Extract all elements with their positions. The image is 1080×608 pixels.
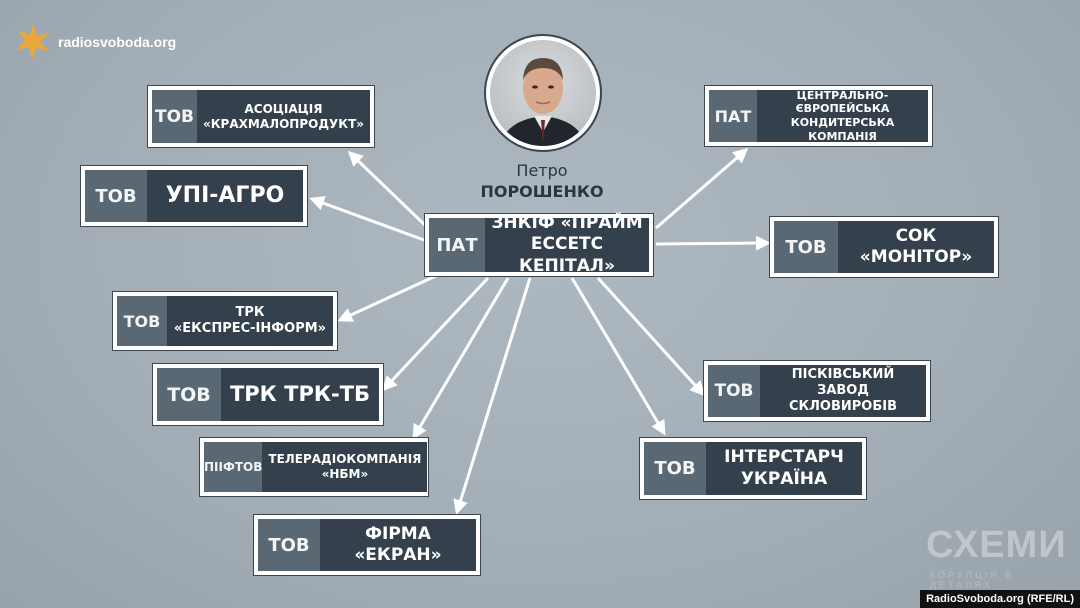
radiosvoboda-logo[interactable]: radiosvoboda.org [14, 22, 176, 62]
node-name-line2: «НБМ» [321, 467, 369, 481]
node-name-line1: ЦЕНТРАЛЬНО-ЄВРОПЕЙСЬКА [795, 88, 890, 116]
person-portrait [484, 34, 602, 152]
node-name-line1: ТЕЛЕРАДІОКОМПАНІЯ [268, 452, 422, 466]
arrow-asotsiatsiia [347, 150, 430, 230]
company-node-piskivskyi[interactable]: ТОВ ПІСКІВСЬКИЙ ЗАВОД СКЛОВИРОБІВ [703, 360, 931, 422]
node-name-line1: АСОЦІАЦІЯ [244, 101, 323, 116]
node-name: ПІСКІВСЬКИЙ ЗАВОД СКЛОВИРОБІВ [760, 365, 926, 417]
node-name: ФІРМА «ЕКРАН» [320, 519, 476, 571]
node-name-line1: ІНТЕРСТАРЧ [724, 447, 844, 468]
node-name-line1: ФІРМА «ЕКРАН» [354, 523, 442, 565]
person-first-name: Петро [516, 161, 568, 180]
center-node[interactable]: ПАТ ЗНКІФ «ПРАЙМ ЕССЕТС КЕПІТАЛ» [424, 213, 654, 277]
node-name-line1: ЗНКІФ «ПРАЙМ [491, 213, 643, 234]
arrow-tsentralno [655, 148, 749, 230]
company-node-nbm[interactable]: ПІІФТОВ ТЕЛЕРАДІОКОМПАНІЯ «НБМ» [199, 437, 429, 497]
company-node-monitor[interactable]: ТОВ СОК «МОНІТОР» [769, 216, 999, 278]
arrow-piskivskyi [596, 276, 706, 397]
node-name-line2: «КРАХМАЛОПРОДУКТ» [202, 116, 364, 131]
node-name-line2: УКРАЇНА [740, 468, 828, 489]
node-name-line1: ТРК [235, 304, 265, 320]
node-name: ЗНКІФ «ПРАЙМ ЕССЕТС КЕПІТАЛ» [485, 213, 649, 276]
company-node-trk-ekspres[interactable]: ТОВ ТРК «ЕКСПРЕС-ІНФОРМ» [112, 291, 338, 351]
arrow-monitor [655, 235, 771, 251]
credit-label: RadioSvoboda.org (RFE/RL) [920, 590, 1080, 608]
arrow-nbm [412, 277, 510, 440]
node-name-line2: КОНДИТЕРСЬКА КОМПАНІЯ [790, 116, 895, 143]
company-node-trk-tb[interactable]: ТОВ ТРК ТРК-ТБ [152, 363, 384, 426]
portrait-photo [490, 40, 596, 146]
skhemy-watermark: СХЕМИ [926, 524, 1067, 566]
company-node-ekran[interactable]: ТОВ ФІРМА «ЕКРАН» [253, 514, 481, 576]
logo-text: radiosvoboda.org [58, 34, 177, 50]
node-name-line1: СОК «МОНІТОР» [859, 225, 973, 267]
node-name: ТРК «ЕКСПРЕС-ІНФОРМ» [167, 296, 333, 346]
node-name: ІНТЕРСТАРЧ УКРАЇНА [706, 442, 862, 495]
node-type: ПІІФТОВ [204, 442, 263, 492]
node-name-line1: ТРК ТРК-ТБ [229, 382, 371, 407]
node-name-line2: СКЛОВИРОБІВ [788, 399, 898, 415]
node-name: ЦЕНТРАЛЬНО-ЄВРОПЕЙСЬКА КОНДИТЕРСЬКА КОМП… [757, 88, 928, 143]
arrow-ekran [453, 277, 532, 515]
node-type: ТОВ [644, 442, 706, 495]
company-node-tsentralno[interactable]: ПАТ ЦЕНТРАЛЬНО-ЄВРОПЕЙСЬКА КОНДИТЕРСЬКА … [704, 85, 933, 147]
node-name: СОК «МОНІТОР» [838, 221, 994, 273]
arrow-trk-tb [381, 276, 490, 392]
node-type: ПАТ [429, 218, 485, 272]
node-name-line1: УПІ-АГРО [165, 183, 285, 209]
node-type: ТОВ [774, 221, 838, 273]
skhemy-watermark-subtitle: КОРУПЦІЯ В ДЕТАЛЯХ [930, 570, 1015, 590]
arrow-interstarch [570, 277, 666, 436]
node-type: ТОВ [157, 368, 221, 421]
node-name-line2: ЕССЕТС КЕПІТАЛ» [519, 234, 615, 276]
node-name: АСОЦІАЦІЯ «КРАХМАЛОПРОДУКТ» [196, 90, 370, 143]
node-name-line2: «ЕКСПРЕС-ІНФОРМ» [173, 321, 327, 336]
node-name-line1: ПІСКІВСЬКИЙ ЗАВОД [791, 366, 895, 398]
node-type: ТОВ [708, 365, 760, 417]
node-type: ТОВ [258, 519, 320, 571]
company-node-upi-ahro[interactable]: ТОВ УПІ-АГРО [80, 165, 308, 227]
node-name: ТЕЛЕРАДІОКОМПАНІЯ «НБМ» [262, 442, 428, 492]
node-type: ТОВ [152, 90, 197, 143]
person-last-name: ПОРОШЕНКО [480, 182, 604, 201]
arrow-upi-ahro [309, 196, 425, 242]
logo-flame-icon [16, 24, 50, 60]
company-node-asotsiatsiia[interactable]: ТОВ АСОЦІАЦІЯ «КРАХМАЛОПРОДУКТ» [147, 85, 375, 148]
node-name: ТРК ТРК-ТБ [221, 368, 379, 421]
node-type: ТОВ [117, 296, 167, 346]
node-type: ТОВ [85, 170, 147, 222]
node-name: УПІ-АГРО [147, 170, 303, 222]
person-silhouette-icon [500, 58, 586, 146]
arrow-trk-ekspres [337, 272, 441, 322]
company-node-interstarch[interactable]: ТОВ ІНТЕРСТАРЧ УКРАЇНА [639, 437, 867, 500]
node-type: ПАТ [709, 90, 757, 142]
